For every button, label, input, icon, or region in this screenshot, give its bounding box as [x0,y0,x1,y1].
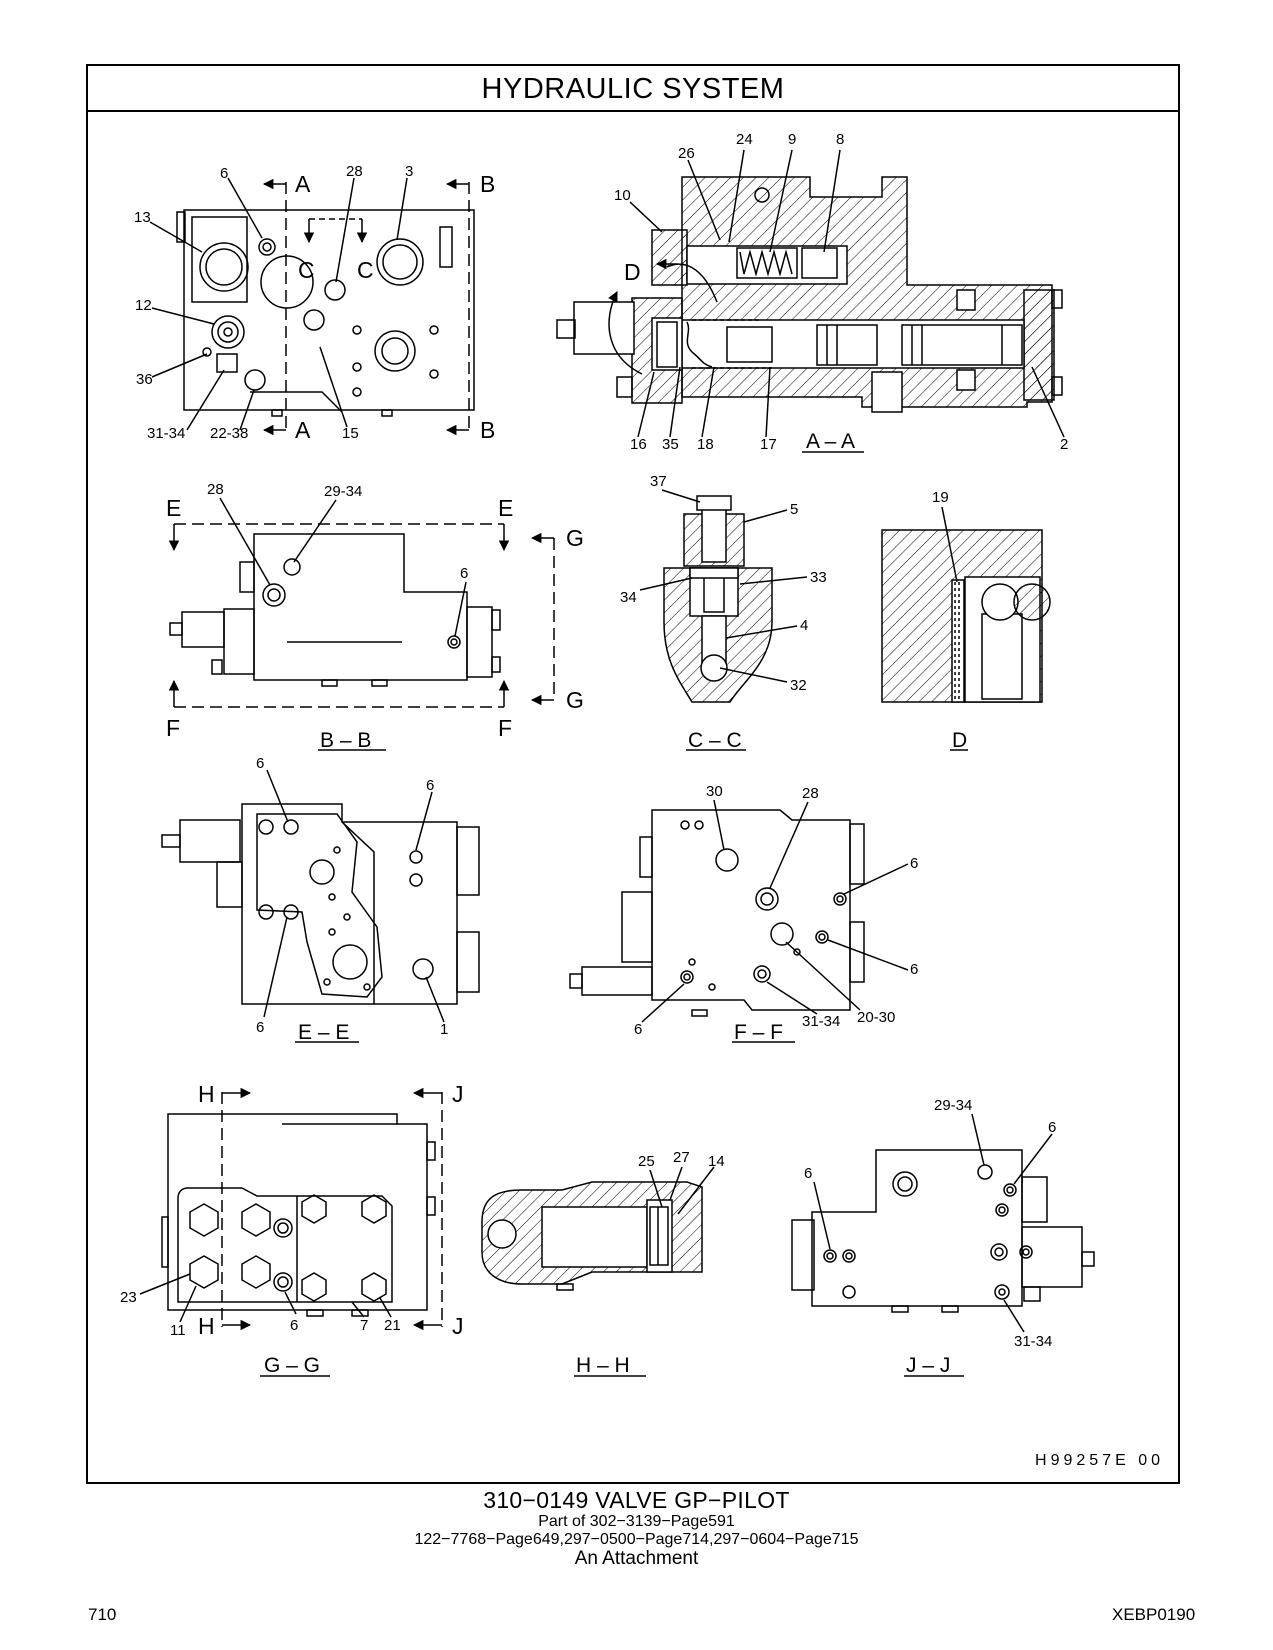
callout-label: 6 [220,165,228,182]
section-marker: F [166,715,180,741]
section-marker: A [295,171,311,197]
detail-d-drawing [881,506,1051,751]
section-title: G – G [264,1354,320,1377]
section-cc-drawing [639,489,808,751]
callout-label: 9 [788,131,796,148]
section-marker: A [295,417,311,443]
callout-label: 2 [1060,436,1068,453]
callout-label: 16 [630,436,647,453]
callout-label: 5 [790,501,798,518]
section-title: B – B [320,729,371,752]
callout-label: 12 [135,297,152,314]
section-title: J – J [906,1354,950,1377]
section-title: E – E [298,1021,349,1044]
section-title: C – C [688,729,742,752]
diagram-frame: HYDRAULIC SYSTEM [86,64,1180,1484]
section-jj-drawing [791,1113,1095,1377]
callout-label: 29-34 [324,483,362,500]
section-gg-drawing [139,1087,443,1377]
callout-label: 6 [1048,1119,1056,1136]
callout-label: 6 [804,1165,812,1182]
callout-label: 28 [207,481,224,498]
callout-label: 15 [342,425,359,442]
callout-label: 31-34 [147,425,185,442]
callout-label: 6 [256,1019,264,1036]
section-marker: G [566,525,584,551]
section-title: A – A [806,430,855,453]
callout-label: 6 [634,1021,642,1038]
callout-label: 37 [650,473,667,490]
caption-title: 310−0149 VALVE GP−PILOT [483,1487,790,1513]
callout-label: 29-34 [934,1097,972,1114]
section-title: H – H [576,1354,630,1377]
callout-label: 4 [800,617,808,634]
drawing-number: H99257E 00 [1035,1452,1164,1469]
section-marker: F [498,715,512,741]
section-marker: J [452,1081,464,1107]
callout-label: 17 [760,436,777,453]
caption-line: Part of 302−3139−Page591 [538,1513,735,1530]
callout-label: 27 [673,1149,690,1166]
page-title: HYDRAULIC SYSTEM [88,66,1178,112]
callout-label: 6 [460,565,468,582]
callout-label: 3 [405,163,413,180]
callout-label: 19 [932,489,949,506]
section-title: F – F [734,1021,783,1044]
section-marker: C [357,257,374,283]
callout-label: 8 [836,131,844,148]
callout-label: 1 [440,1021,448,1038]
callout-label: 36 [136,371,153,388]
section-marker: C [298,257,315,283]
caption-line: 122−7768−Page649,297−0500−Page714,297−06… [414,1531,859,1548]
section-marker: H [198,1081,215,1107]
callout-label: 7 [360,1317,368,1334]
callout-label: 21 [384,1317,401,1334]
section-bb-drawing [168,497,555,751]
section-marker: G [566,687,584,713]
callout-label: 26 [678,145,695,162]
page-number: 710 [88,1605,117,1624]
exploded-parts-diagram: 6 28 3 13 12 36 31-34 22-38 15 A A B B C… [120,131,1095,1377]
callout-label: 22-38 [210,425,248,442]
section-marker: E [498,495,513,521]
caption: 310−0149 VALVE GP−PILOT Part of 302−3139… [0,1487,1273,1569]
callout-label: 20-30 [857,1009,895,1026]
section-ee-drawing [161,769,480,1043]
section-aa-drawing [556,149,1065,453]
callout-label: 30 [706,783,723,800]
callout-label: 13 [134,209,151,226]
view-marker: D [624,259,641,285]
callout-label: 6 [910,855,918,872]
section-marker: E [166,495,181,521]
section-ff-drawing [569,799,909,1043]
callout-label: 18 [697,436,714,453]
callout-label: 28 [346,163,363,180]
callout-label: 6 [290,1317,298,1334]
callout-label: 6 [256,755,264,772]
callout-label: 32 [790,677,807,694]
section-marker: B [480,417,495,443]
callout-label: 34 [620,589,637,606]
callout-label: 11 [170,1322,186,1339]
section-marker: B [480,171,495,197]
section-title: D [952,729,967,752]
top-view [149,177,475,436]
callout-label: 35 [662,436,679,453]
caption-line: An Attachment [574,1548,699,1569]
section-marker: H [198,1313,215,1339]
callout-label: 31-34 [802,1013,840,1030]
callout-label: 28 [802,785,819,802]
section-hh-drawing [481,1166,715,1377]
callout-label: 33 [810,569,827,586]
callout-label: 31-34 [1014,1333,1052,1350]
callout-label: 25 [638,1153,655,1170]
callout-label: 23 [120,1289,137,1306]
callout-label: 6 [910,961,918,978]
document-id: XEBP0190 [1112,1605,1196,1624]
callout-label: 6 [426,777,434,794]
section-marker: J [452,1313,464,1339]
callout-label: 14 [708,1153,725,1170]
callout-label: 24 [736,131,753,148]
callout-label: 10 [614,187,631,204]
